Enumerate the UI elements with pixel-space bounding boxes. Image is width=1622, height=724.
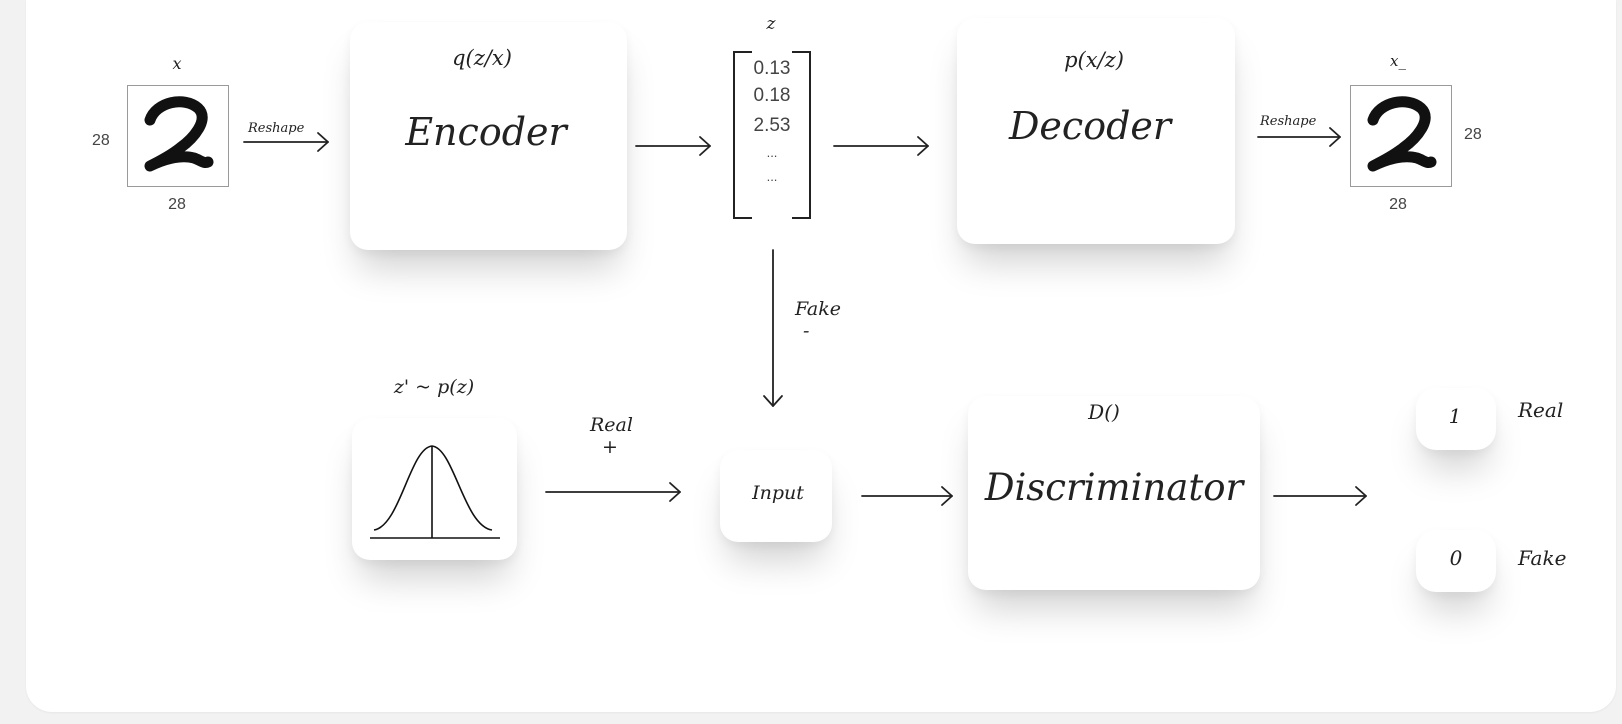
latent-value: 2.53 [753,115,791,136]
latent-value: 0.13 [753,58,791,79]
output-fake-label: Fake [1518,546,1567,570]
reshape-in-label: Reshape [248,121,305,136]
prior-box [352,418,517,560]
real-arrow-label: Real [590,414,633,436]
decoder-title: Decoder [1008,104,1172,148]
arrow-encoder-to-z [635,136,711,156]
encoder-title: Encoder [405,110,567,154]
arrow-reshape-out [1257,127,1341,147]
arrow-discriminator-to-outputs [1273,486,1367,506]
digit-2-icon [1367,96,1437,172]
output-real-label: Real [1518,398,1564,422]
gaussian-curve-icon [370,445,500,539]
arrow-z-to-decoder [833,136,929,156]
latent-value: ... [766,169,778,184]
arrow-reshape-in [243,132,329,152]
decoder-formula: p(x/z) [1064,48,1124,72]
input-label: x [172,54,182,73]
output-label: x_ [1390,52,1406,70]
latent-value: ... [766,145,778,160]
arrow-prior-to-input [545,482,681,502]
output-fake-value: 0 [1449,546,1463,570]
decoder-box [957,18,1235,244]
output-real-value: 1 [1448,404,1462,428]
discriminator-box [968,396,1260,590]
discriminator-title: Discriminator [984,466,1244,509]
reshape-out-label: Reshape [1260,114,1317,129]
output-width-label: 28 [1389,196,1407,213]
output-real-box [1416,388,1496,450]
output-height-label: 28 [1464,126,1482,143]
output-fake-box [1416,530,1496,592]
fake-arrow-sign: - [803,320,810,342]
encoder-formula: q(z/x) [452,46,512,70]
arrow-z-to-input [763,249,783,407]
latent-label: z [766,14,776,34]
latent-value: 0.18 [753,85,791,106]
latent-values: 0.13 0.18 2.53 ... ... [742,58,802,193]
encoder-box [350,22,627,250]
digit-2-icon [144,96,214,172]
input-node-box [720,450,832,542]
discriminator-formula: D() [1088,400,1120,424]
arrow-input-to-discriminator [861,486,953,506]
input-digit-image [127,85,229,187]
input-width-label: 28 [168,196,186,213]
real-arrow-sign: + [602,436,618,458]
input-height-label: 28 [92,132,110,149]
prior-label: z' ~ p(z) [393,376,475,398]
output-digit-image [1350,85,1452,187]
input-node-label: Input [752,482,804,504]
fake-arrow-label: Fake [795,298,841,320]
